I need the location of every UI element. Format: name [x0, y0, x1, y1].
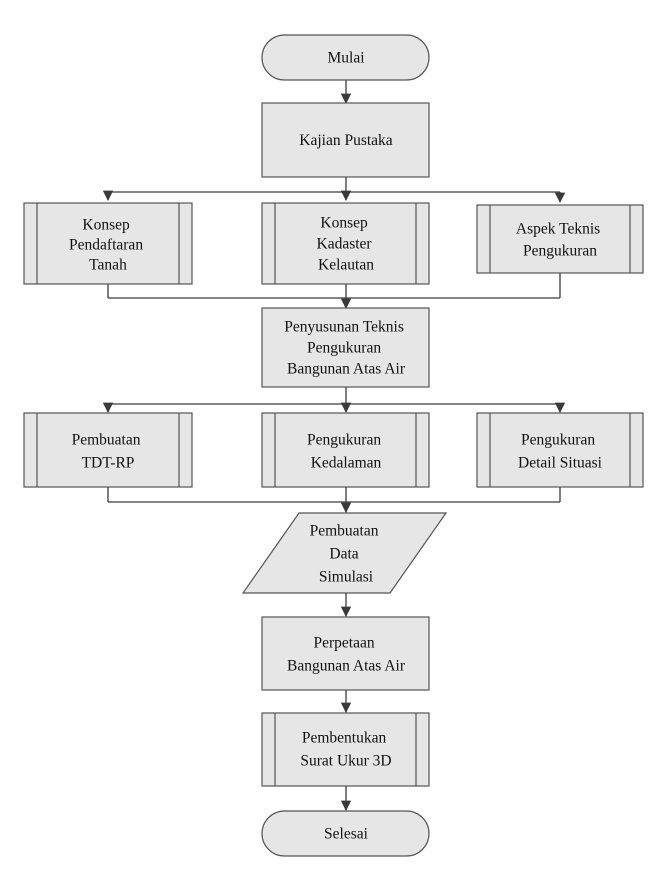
node-label: Konsep Kadaster Kelautan [317, 210, 376, 274]
node-label: Kajian Pustaka [299, 132, 393, 149]
node-label: Penyusunan Teknis Pengukuran Bangunan At… [284, 314, 408, 378]
node-konsep-kadaster-kelautan: Konsep Kadaster Kelautan [261, 202, 430, 285]
node-label-line: Pendaftaran [69, 237, 143, 254]
node-label-line: Konsep [82, 217, 130, 234]
node-label: Aspek Teknis Pengukuran [516, 216, 604, 260]
node-label-line: Pembuatan [310, 523, 379, 540]
node-label-line: Mulai [327, 49, 365, 66]
node-label-line: Kedalaman [311, 455, 382, 472]
node-pembuatan-tdt-rp: Pembuatan TDT-RP [23, 412, 193, 488]
node-label: Pembuatan TDT-RP [72, 427, 145, 472]
node-label-line: Data [329, 546, 358, 563]
node-label: Perpetaan Bangunan Atas Air [287, 630, 406, 675]
node-label-line: Kelautan [318, 257, 374, 274]
node-label-line: Pembuatan [72, 432, 141, 449]
node-label-line: Surat Ukur 3D [300, 753, 391, 770]
node-label: Pengukuran Detail Situasi [518, 427, 603, 472]
node-label-line: Kadaster [317, 236, 373, 253]
node-aspek-teknis-pengukuran: Aspek Teknis Pengukuran [476, 204, 644, 274]
node-label-line: Penyusunan Teknis [284, 319, 404, 336]
node-penyusunan-teknis: Penyusunan Teknis Pengukuran Bangunan At… [261, 307, 430, 388]
node-label: Selesai [324, 825, 369, 842]
node-kajian-pustaka: Kajian Pustaka [261, 102, 430, 178]
node-label-line: Konsep [320, 215, 368, 232]
node-label: Pengukuran Kedalaman [307, 427, 385, 472]
node-label-line: Pengukuran [307, 340, 381, 357]
node-label-line: Detail Situasi [518, 455, 603, 472]
node-label-line: Selesai [324, 825, 369, 842]
node-label: Konsep Pendaftaran Tanah [69, 212, 147, 274]
node-label-line: Simulasi [319, 569, 374, 586]
node-pengukuran-kedalaman: Pengukuran Kedalaman [261, 412, 430, 488]
node-label: Mulai [327, 49, 365, 66]
node-start: Mulai [261, 34, 430, 81]
node-label: Pembuatan Data Simulasi [310, 518, 383, 586]
connectors [102, 80, 566, 812]
node-label-line: Bangunan Atas Air [287, 361, 406, 378]
node-label-line: Tanah [89, 257, 127, 274]
node-end: Selesai [261, 810, 430, 857]
node-label: Pembentukan Surat Ukur 3D [300, 725, 391, 770]
node-label-line: Pembentukan [302, 730, 387, 747]
node-pengukuran-detail-situasi: Pengukuran Detail Situasi [476, 412, 644, 488]
node-konsep-pendaftaran-tanah: Konsep Pendaftaran Tanah [23, 202, 193, 285]
node-label-line: Bangunan Atas Air [287, 658, 406, 675]
node-label-line: Pengukuran [523, 243, 597, 260]
node-label-line: TDT-RP [82, 455, 135, 472]
node-label-line: Kajian Pustaka [299, 132, 393, 149]
node-label-line: Pengukuran [521, 432, 595, 449]
node-label-line: Perpetaan [314, 635, 375, 652]
node-pembuatan-data-simulasi: Pembuatan Data Simulasi [241, 512, 448, 594]
node-pembentukan-surat-ukur: Pembentukan Surat Ukur 3D [261, 712, 430, 787]
node-label-line: Aspek Teknis [516, 221, 600, 238]
node-label-line: Pengukuran [307, 432, 381, 449]
node-perpetaan: Perpetaan Bangunan Atas Air [261, 616, 430, 691]
